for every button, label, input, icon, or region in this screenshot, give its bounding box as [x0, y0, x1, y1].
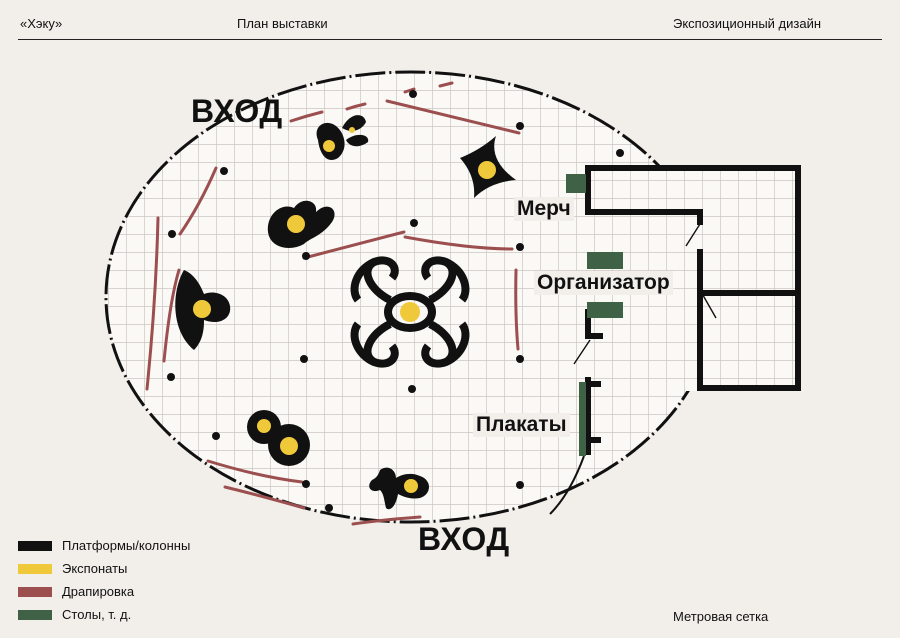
entrance-top-label: ВХОД — [191, 93, 283, 129]
exhibit-left-fan — [175, 270, 231, 350]
legend-item-exhibits: Экспонаты — [18, 561, 127, 576]
legend-swatch-platforms — [18, 540, 52, 551]
entrance-bottom-label: ВХОД — [418, 521, 510, 557]
exhibit-center-adinkra — [350, 256, 470, 368]
header-subtitle: Экспозиционный дизайн — [673, 16, 822, 31]
merch-table — [566, 174, 586, 193]
tables — [566, 174, 623, 456]
organizer-zone-label: Организатор — [534, 271, 673, 295]
columns — [167, 90, 624, 512]
exhibit-star — [460, 136, 516, 198]
exhibit-double-circle — [247, 410, 310, 466]
header-plan-title: План выставки — [237, 16, 328, 31]
posters-zone-label: Плакаты — [473, 413, 570, 437]
legend-item-drapery: Драпировка — [18, 584, 134, 599]
legend-swatch-drapery — [18, 586, 52, 597]
legend-label: Платформы/колонны — [62, 538, 191, 553]
scale-note: Метровая сетка — [673, 609, 769, 624]
merch-zone-label: Мерч — [514, 197, 574, 221]
legend-label: Драпировка — [62, 584, 135, 599]
doors — [549, 223, 717, 515]
annex-walls — [585, 165, 801, 455]
legend-item-platforms: Платформы/колонны — [18, 538, 190, 553]
legend-label: Экспонаты — [62, 561, 128, 576]
exhibit-bottom-bird — [369, 467, 429, 510]
exhibit-flower-cluster — [267, 200, 335, 248]
drapery — [145, 81, 521, 526]
legend-label: Столы, т. д. — [62, 607, 132, 622]
legend-swatch-exhibits — [18, 563, 52, 574]
header-project-title: «Хэку» — [20, 16, 63, 31]
legend-swatch-tables — [18, 609, 52, 620]
exhibit-top-left-leaf — [316, 115, 369, 160]
organizer-table-bottom — [587, 302, 623, 318]
exhibit-center-core — [400, 302, 420, 322]
header-divider — [18, 39, 882, 40]
organizer-table-top — [587, 252, 623, 269]
posters-stand — [579, 382, 586, 456]
legend-item-tables: Столы, т. д. — [18, 607, 131, 622]
